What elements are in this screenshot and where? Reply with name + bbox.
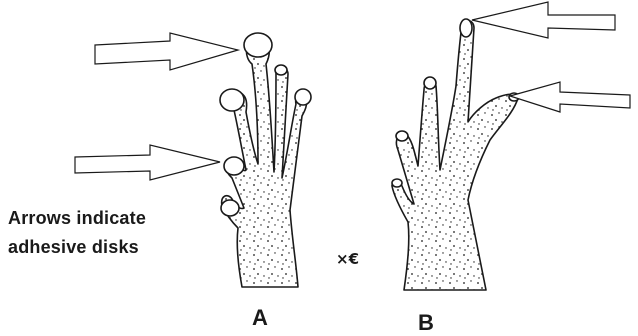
panel-label-b: B: [418, 310, 434, 336]
adhesive-disk: [424, 77, 436, 89]
adhesive-disk: [220, 89, 244, 111]
pointer-arrow-b-top: [472, 2, 615, 38]
adhesive-disk: [275, 65, 287, 75]
pointer-arrow-a-middle: [75, 145, 220, 180]
adhesive-disk: [244, 33, 272, 57]
hand-a: [220, 33, 311, 287]
scale-mark: ×€: [336, 250, 359, 268]
caption-line-2: adhesive disks: [8, 237, 139, 258]
adhesive-disk: [224, 157, 244, 175]
pointer-arrow-b-right: [510, 82, 630, 112]
adhesive-disk: [396, 131, 408, 141]
panel-label-a: A: [252, 305, 268, 331]
adhesive-disk: [392, 179, 402, 187]
hand-b-outline: [392, 21, 518, 290]
adhesive-disk: [460, 19, 472, 37]
hand-b: [392, 19, 519, 290]
pointer-arrow-a-top: [95, 33, 238, 70]
adhesive-disk: [221, 200, 239, 216]
adhesive-disk: [295, 89, 311, 105]
caption-line-1: Arrows indicate: [8, 208, 146, 229]
